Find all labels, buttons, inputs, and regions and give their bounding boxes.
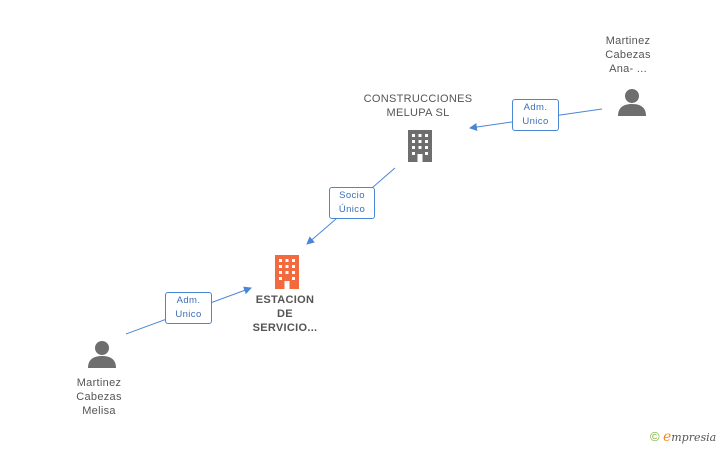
node-label-line: Cabezas xyxy=(605,49,651,61)
building-icon-target[interactable] xyxy=(271,253,303,289)
node-label-line: SERVICIO... xyxy=(252,322,318,334)
empresia-watermark: © empresia xyxy=(650,429,716,445)
node-label-person-top[interactable]: Martinez Cabezas Ana- ... xyxy=(558,34,698,76)
node-label-line: ESTACION xyxy=(255,294,315,306)
edge-label-person-top-to-company[interactable]: Adm. Unico xyxy=(512,99,559,131)
node-label-line: DE xyxy=(277,308,293,320)
edge-label-line: Adm. xyxy=(523,102,548,113)
node-label-line: CONSTRUCCIONES xyxy=(363,93,473,105)
node-label-company[interactable]: CONSTRUCCIONES MELUPA SL xyxy=(348,92,488,120)
brand-initial: e xyxy=(662,429,672,445)
edge-label-line: Unico xyxy=(522,116,549,127)
node-label-line: Martinez xyxy=(605,35,651,47)
copyright-symbol: © xyxy=(650,429,660,444)
node-label-person-bottom[interactable]: Martinez Cabezas Melisa xyxy=(29,376,169,418)
node-label-line: MELUPA SL xyxy=(386,107,450,119)
node-label-line: Martinez xyxy=(76,377,122,389)
edge-label-line: Único xyxy=(338,204,366,215)
node-label-line: Melisa xyxy=(82,405,116,417)
edge-label-line: Adm. xyxy=(176,295,201,306)
edge-label-line: Socio xyxy=(339,190,365,201)
person-icon[interactable] xyxy=(87,340,117,368)
node-label-line: Ana- ... xyxy=(609,63,647,75)
person-icon[interactable] xyxy=(617,88,647,116)
brand-name: mpresia xyxy=(671,431,717,444)
edge-label-line: Unico xyxy=(175,309,202,320)
node-label-line: Cabezas xyxy=(76,391,122,403)
edge-label-person-bottom-to-target[interactable]: Adm. Unico xyxy=(165,292,212,324)
building-icon[interactable] xyxy=(404,128,436,162)
edge-label-company-to-target[interactable]: Socio Único xyxy=(329,187,375,219)
node-label-target[interactable]: ESTACION DE SERVICIO... xyxy=(215,293,355,335)
